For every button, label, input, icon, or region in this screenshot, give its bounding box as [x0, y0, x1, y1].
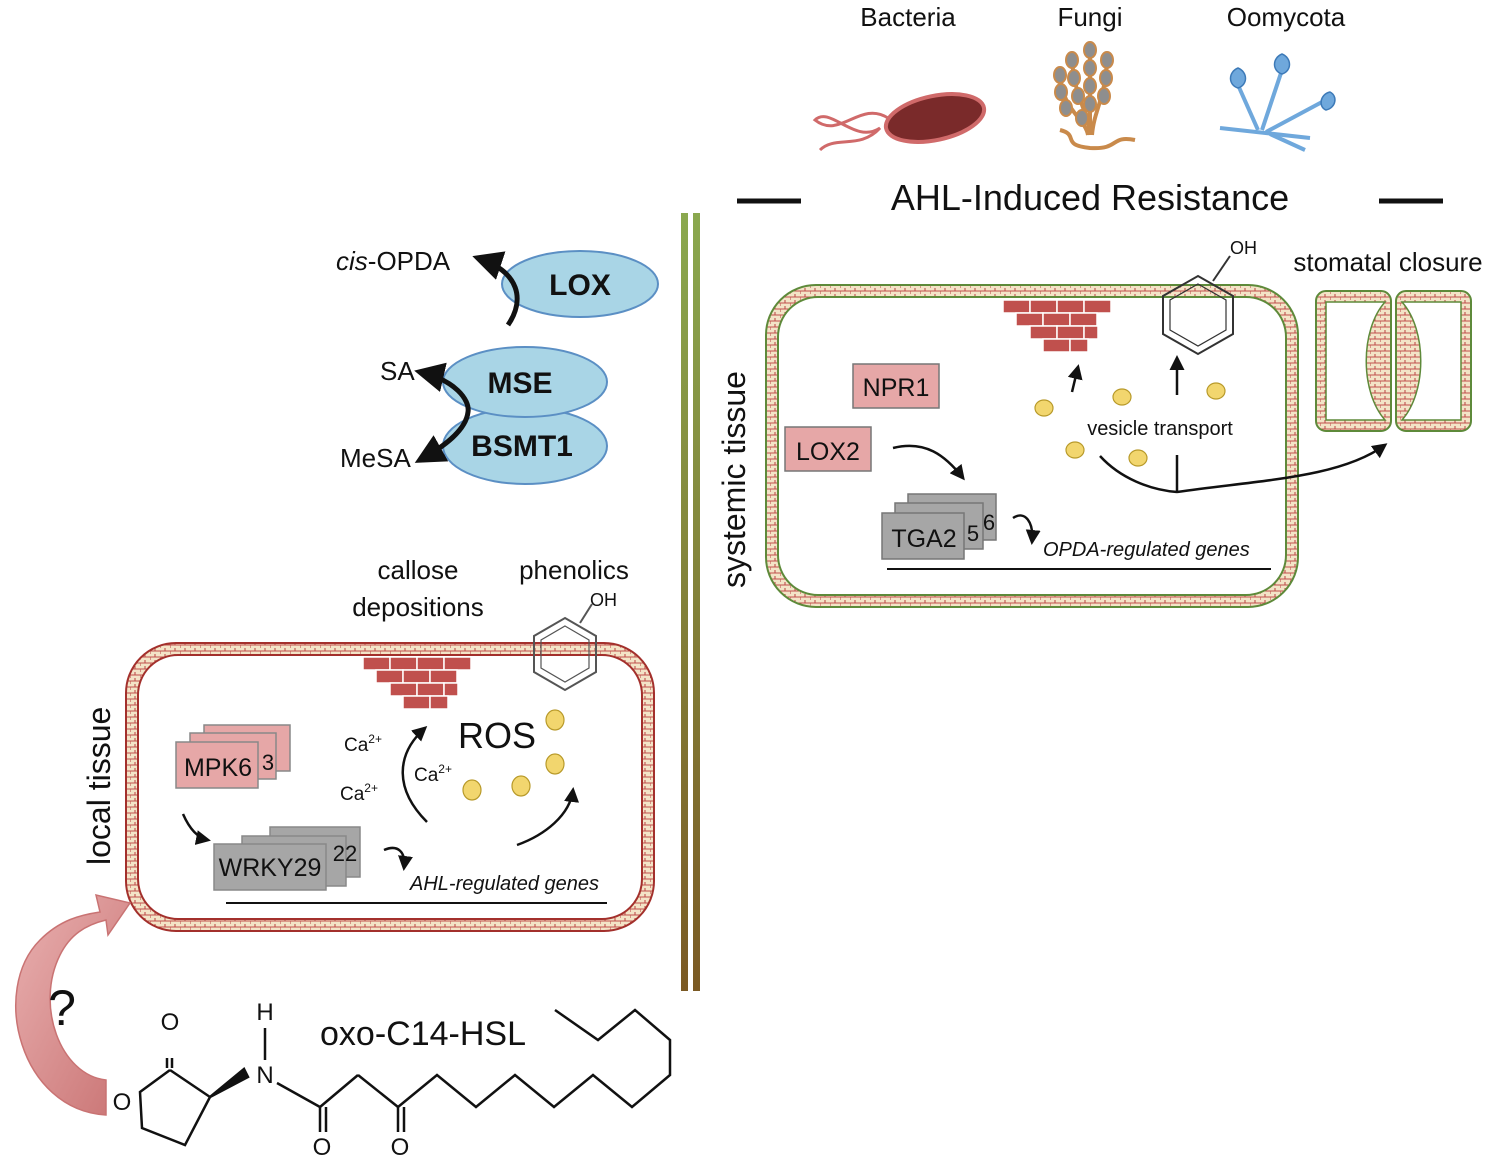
bsmt1-label: BSMT1: [471, 430, 573, 463]
callose-label-line1: callose: [378, 555, 459, 585]
systemic-vesicles: [1034, 382, 1226, 467]
organism-label-oomycota: Oomycota: [1227, 2, 1346, 32]
stomata-icon: [1315, 290, 1472, 432]
local-oh-label: OH: [590, 590, 617, 610]
genes-to-callose-arrow: [401, 725, 428, 823]
cis-opda-label: cis-OPDA: [336, 246, 451, 276]
ca-label-1: Ca2+: [344, 732, 382, 756]
systemic-callose-icon: [1002, 299, 1112, 353]
stomatal-closure-label: stomatal closure: [1293, 247, 1482, 277]
tga-num1-label: 5: [967, 521, 979, 546]
oomycota-icon: [1219, 53, 1336, 152]
atom-n: N: [256, 1062, 273, 1089]
organism-label-fungi: Fungi: [1057, 2, 1122, 32]
bacteria-icon: [812, 92, 987, 152]
perception-arrow: [15, 893, 132, 1116]
fungi-icon: [1053, 41, 1136, 151]
wrky-main-label: WRKY29: [219, 854, 322, 882]
molecule-name: oxo-C14-HSL: [320, 1015, 526, 1053]
lox2-to-tga-arrow: [892, 444, 965, 481]
tissue-divider: [681, 213, 700, 991]
local-callose-icon: [362, 656, 472, 710]
mpk-box-stack: MPK6 3: [175, 724, 291, 789]
mse-label: MSE: [487, 367, 552, 400]
lox2-label: LOX2: [796, 438, 860, 466]
opda-genes-label: OPDA-regulated genes: [1043, 539, 1250, 561]
local-tissue-label: local tissue: [81, 707, 117, 865]
tga-main-label: TGA2: [891, 525, 956, 553]
atom-o-keto: O: [391, 1134, 410, 1161]
npr1-label: NPR1: [863, 374, 930, 402]
diagram-title: AHL-Induced Resistance: [891, 177, 1289, 218]
ros-label: ROS: [458, 715, 536, 756]
tga-num2-label: 6: [983, 510, 995, 535]
bsmt1-enzyme: BSMT1: [442, 407, 608, 485]
npr1-box: NPR1: [852, 363, 940, 409]
sa-label: SA: [380, 356, 415, 386]
vesicle-to-callose-arrow: [1067, 364, 1083, 393]
atom-h: H: [256, 999, 273, 1026]
vesicle-transport-label: vesicle transport: [1087, 418, 1233, 440]
lox-to-opda-arrow: [472, 251, 520, 327]
phenolics-label: phenolics: [519, 555, 629, 585]
vesicle-branch-left: [1099, 455, 1178, 494]
mesa-label: MeSA: [340, 443, 411, 473]
ca-label-2: Ca2+: [340, 781, 378, 805]
ca-label-3: Ca2+: [414, 762, 452, 786]
atom-o-carbonyl: O: [161, 1009, 180, 1036]
oxo-c14-hsl-structure: [138, 1008, 672, 1147]
local-vesicles: [462, 709, 565, 801]
wrky-to-genes-arrow: [383, 846, 413, 871]
atom-o-ring: O: [113, 1089, 132, 1116]
local-phenol-icon: OH: [533, 590, 617, 692]
sa-mesa-conversion-arrow: [414, 362, 471, 463]
genes-to-ros-arrow: [516, 787, 580, 847]
question-mark: ?: [48, 980, 76, 1036]
lox-enzyme: LOX: [501, 250, 659, 318]
organism-label-bacteria: Bacteria: [860, 2, 956, 32]
systemic-tissue-label: systemic tissue: [716, 371, 752, 588]
lox2-box: LOX2: [784, 426, 872, 472]
ahl-genes-label: AHL-regulated genes: [409, 873, 599, 895]
systemic-phenol-icon: OH: [1162, 238, 1257, 356]
mpk-num-label: 3: [262, 750, 274, 775]
tga-box-stack: TGA2 5 6: [881, 493, 997, 560]
atom-o-amide: O: [313, 1134, 332, 1161]
wrky-num-label: 22: [333, 841, 357, 866]
lox-label: LOX: [549, 269, 611, 302]
mpk-to-wrky-arrow: [181, 813, 211, 845]
wrky-box-stack: WRKY29 22: [213, 826, 361, 891]
tga-to-genes-arrow: [1012, 514, 1041, 545]
mpk-main-label: MPK6: [184, 754, 252, 782]
to-stomata-arrow: [1176, 443, 1388, 494]
callose-label-line2: depositions: [352, 592, 484, 622]
systemic-oh-label: OH: [1230, 238, 1257, 258]
